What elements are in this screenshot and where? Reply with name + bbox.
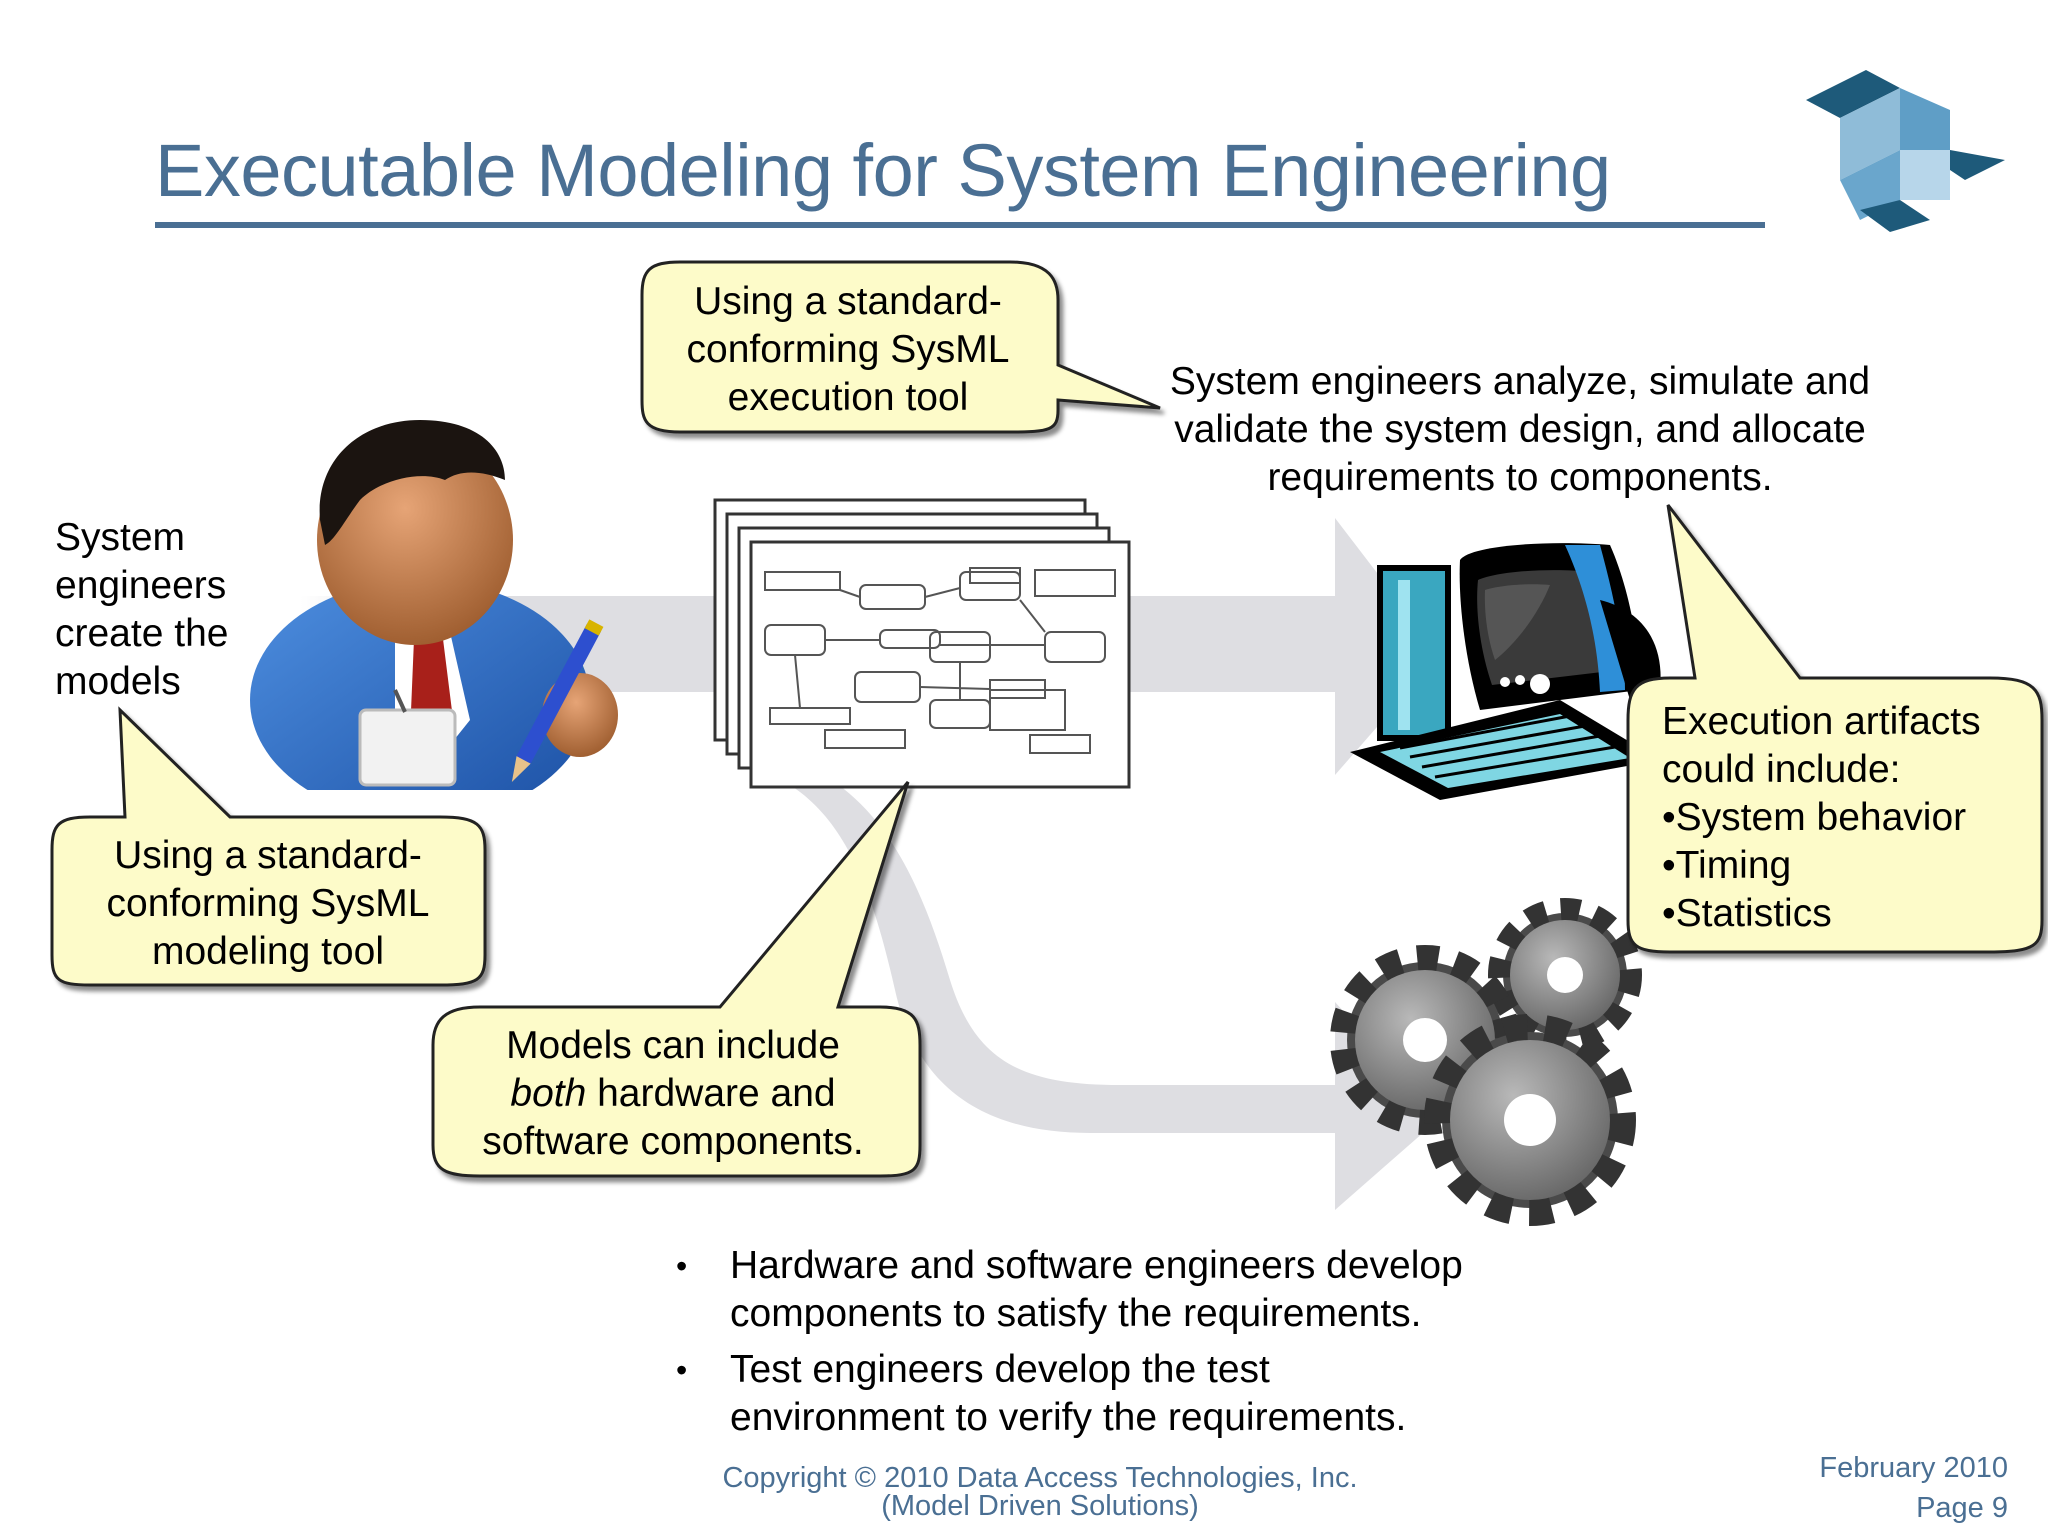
callout-modeling-tool: Using a standard- conforming SysML model… bbox=[58, 832, 478, 976]
callout-line: conforming SysML bbox=[686, 328, 1010, 371]
logo-icon bbox=[1806, 70, 2005, 232]
artifact-item: System behavior bbox=[1662, 794, 2022, 842]
callout-line-rest: hardware and bbox=[586, 1072, 836, 1115]
copyright-line: (Model Driven Solutions) bbox=[881, 1490, 1199, 1522]
title-underline bbox=[155, 222, 1765, 228]
computer-icon bbox=[1350, 543, 1661, 800]
callout-line: software components. bbox=[482, 1120, 864, 1163]
person-icon bbox=[250, 420, 618, 820]
callout-models-shape bbox=[431, 781, 922, 1178]
callout-heading: could include: bbox=[1662, 748, 1901, 791]
note-right-line: requirements to components. bbox=[1267, 456, 1773, 499]
gears-icon bbox=[1330, 898, 1642, 1226]
bullet-item: Hardware and software engineers develop … bbox=[672, 1242, 1572, 1338]
callout-modeling-tool-shape bbox=[50, 706, 487, 987]
bullet-line: components to satisfy the requirements. bbox=[730, 1292, 1422, 1335]
callout-emphasis: both bbox=[510, 1072, 587, 1115]
note-system-engineers-create: System engineers create the models bbox=[55, 514, 315, 706]
bullet-item: Test engineers develop the test environm… bbox=[672, 1346, 1572, 1442]
callout-models: Models can include both hardware and sof… bbox=[448, 1022, 898, 1166]
lower-flow-arrow bbox=[760, 760, 1440, 1210]
bullet-line: Test engineers develop the test bbox=[730, 1348, 1270, 1391]
callout-line: modeling tool bbox=[152, 930, 384, 973]
callout-line: both hardware and bbox=[448, 1070, 898, 1118]
page-title: Executable Modeling for System Engineeri… bbox=[155, 129, 1611, 212]
callout-artifacts: Execution artifacts could include: Syste… bbox=[1662, 698, 2022, 938]
sysml-diagram-icon bbox=[713, 498, 1131, 789]
callout-line: Using a standard- bbox=[114, 834, 422, 877]
bullet-line: Hardware and software engineers develop bbox=[730, 1244, 1463, 1287]
artifact-item: Timing bbox=[1662, 842, 2022, 890]
note-right-line: validate the system design, and allocate bbox=[1174, 408, 1866, 451]
copyright-line: Copyright © 2010 Data Access Technologie… bbox=[722, 1462, 1358, 1494]
callout-line: Using a standard- bbox=[694, 280, 1002, 323]
page-number: Page 9 bbox=[1916, 1492, 2008, 1524]
note-right-line: System engineers analyze, simulate and bbox=[1169, 360, 1871, 403]
note-left-line: create the bbox=[55, 612, 229, 655]
callout-line: conforming SysML bbox=[106, 882, 430, 925]
note-system-engineers-analyze: System engineers analyze, simulate and v… bbox=[1150, 358, 1890, 502]
note-left-line: models bbox=[55, 660, 181, 703]
bullet-line: environment to verify the requirements. bbox=[730, 1396, 1407, 1439]
note-left-line: engineers bbox=[55, 564, 227, 607]
callout-line: Models can include bbox=[506, 1024, 840, 1067]
footer-date: February 2010 bbox=[1819, 1452, 2008, 1484]
note-left-line: System bbox=[55, 516, 186, 559]
bullet-list: Hardware and software engineers develop … bbox=[672, 1242, 1572, 1450]
artifact-item: Statistics bbox=[1662, 890, 2022, 938]
callout-line: execution tool bbox=[727, 376, 969, 419]
footer-date-page: February 2010 Page 9 bbox=[1819, 1448, 2008, 1528]
callout-execution-tool: Using a standard- conforming SysML execu… bbox=[648, 278, 1048, 422]
footer-copyright: Copyright © 2010 Data Access Technologie… bbox=[700, 1462, 1380, 1522]
callout-execution-tool-shape bbox=[640, 260, 1161, 434]
callout-heading: Execution artifacts bbox=[1662, 700, 1981, 743]
